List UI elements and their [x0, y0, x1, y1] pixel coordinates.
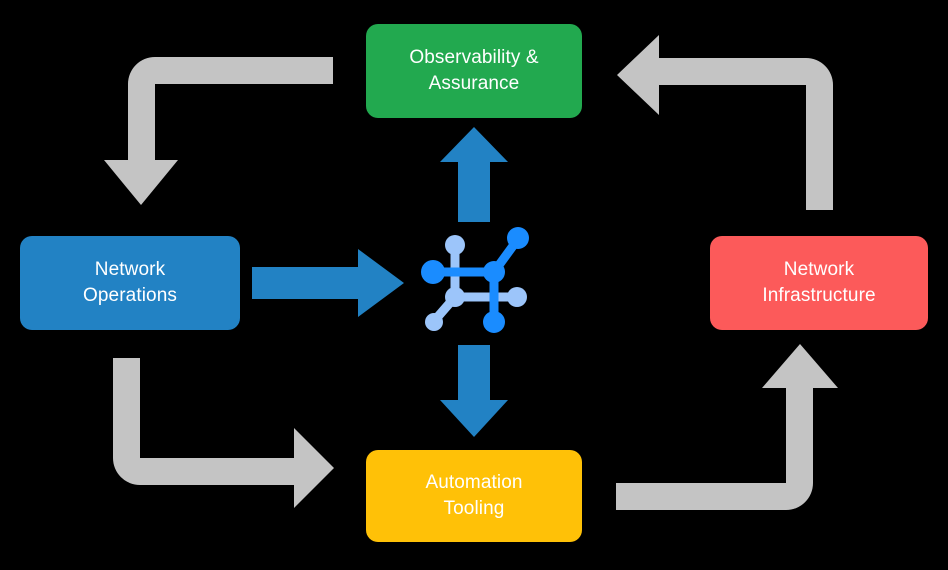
node-network-operations[interactable]: Network Operations	[20, 236, 240, 330]
node-observability-assurance[interactable]: Observability & Assurance	[366, 24, 582, 118]
node-observability-label: Observability & Assurance	[409, 47, 539, 94]
node-network-infrastructure-label: Network Infrastructure	[762, 259, 876, 306]
arrow-observability-to-ops	[104, 57, 333, 205]
network-icon-light-edges	[429, 241, 521, 325]
arrow-center-to-observability	[440, 127, 508, 222]
arrow-ops-to-center	[252, 249, 404, 317]
node-network-operations-label: Network Operations	[83, 259, 177, 306]
arrow-center-to-automation	[440, 345, 508, 437]
arrow-infrastructure-to-observability	[617, 35, 833, 210]
arrow-automation-to-infrastructure	[616, 344, 838, 510]
node-automation-tooling[interactable]: Automation Tooling	[366, 450, 582, 542]
node-automation-tooling-label: Automation Tooling	[425, 472, 523, 519]
network-icon-dark-nodes	[421, 227, 529, 333]
network-icon-dark-edges	[429, 234, 523, 327]
arrow-ops-to-automation	[113, 358, 334, 508]
node-network-infrastructure[interactable]: Network Infrastructure	[710, 236, 928, 330]
network-icon-light-nodes	[425, 235, 527, 331]
